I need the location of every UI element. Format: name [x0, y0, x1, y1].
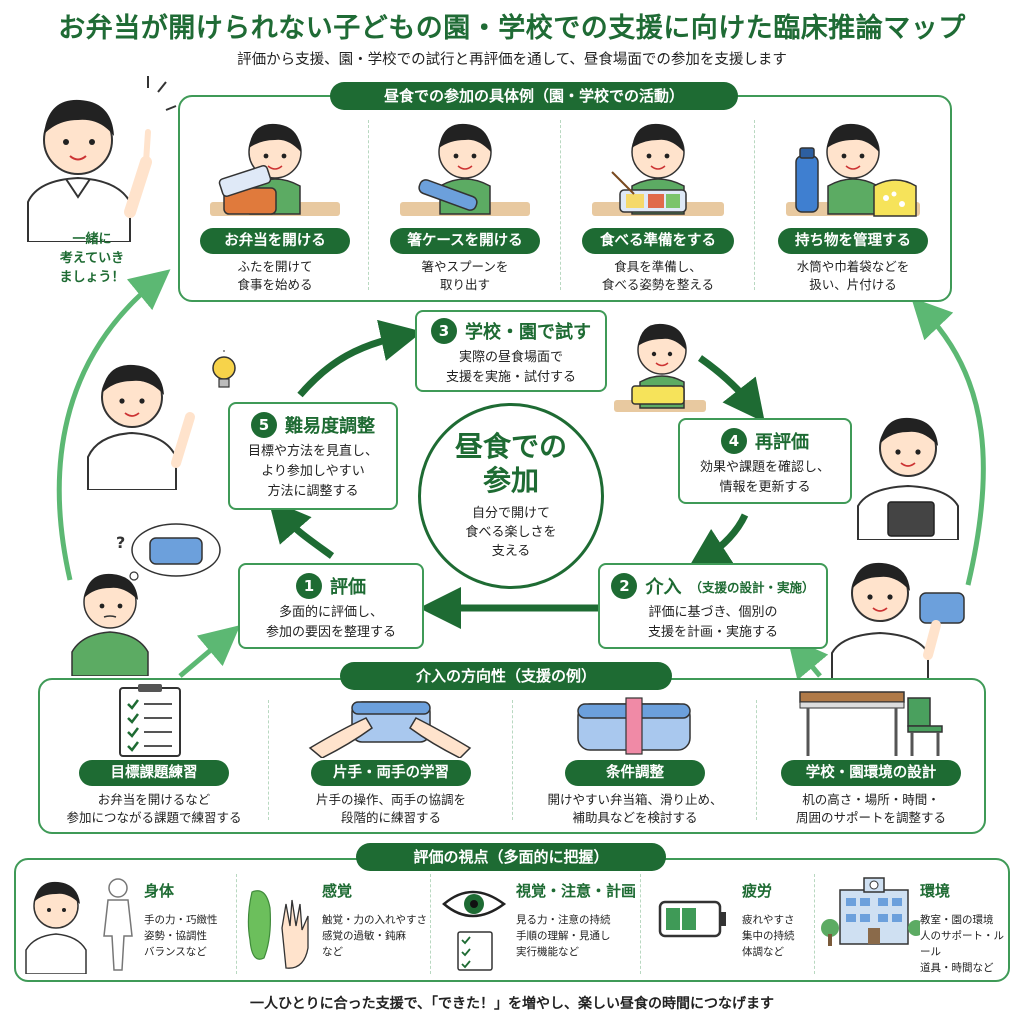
- viewpoints-band: 評価の視点（多面的に把握）: [356, 843, 666, 871]
- teacher-idea-illustration: [78, 335, 218, 490]
- foot-hand-icon: [247, 890, 309, 969]
- teacher-holding-lunchbox-illustration: [828, 545, 978, 679]
- link-arrow-left: [178, 625, 241, 678]
- cycle-step-3: 3 学校・園で試す 実際の昼食場面で 支援を実施・試付する: [415, 310, 607, 392]
- outer-arrow-left: [56, 269, 171, 581]
- center-goal-circle: 昼食での 参加 自分で開けて 食べる楽しさを 支える: [418, 403, 604, 589]
- child-lunch-illustration: [610, 308, 710, 414]
- intervention-environment-design: 学校・園環境の設計 机の高さ・場所・時間・ 周囲のサポートを調整する: [758, 684, 984, 827]
- speech-text: 一緒に 考えていき ましょう！: [59, 232, 125, 285]
- teacher-clipboard-illustration: [852, 400, 972, 540]
- thought-bubble-lunchbox: ?: [112, 520, 224, 584]
- interventions-band: 介入の方向性（支援の例）: [340, 662, 672, 690]
- outer-arrow-right: [911, 297, 986, 586]
- intervention-bimanual-learning: 片手・両手の学習 片手の操作、両手の協調を 段階的に練習する: [270, 684, 512, 827]
- viewpoint-visual-attention: 視覚・注意・計画 見る力・注意の持続 手順の理解・見通し 実行機能など: [434, 866, 640, 976]
- hands-lunchbox-icon: [308, 701, 472, 758]
- activity-label: 箸ケースを開ける: [390, 228, 540, 254]
- cycle-arrow-3-to-4: [697, 355, 765, 423]
- intervention-goal-practice: 目標課題練習 お弁当を開けるなど 参加につながる課題で練習する: [40, 684, 268, 827]
- intervention-label: 条件調整: [565, 760, 705, 786]
- viewpoint-sensory: 感覚 触覚・力の入れやすさ 感覚の過敏・鈍麻 など: [240, 866, 430, 976]
- activity-item-open-chopstick-case: 箸ケースを開ける 箸やスプーンを 取り出す: [370, 102, 560, 294]
- teacher-pointing-illustration: [8, 62, 178, 242]
- viewpoint-environment: 環境 教室・園の環境 人のサポート・ルール 道具・時間など: [818, 866, 1008, 976]
- child-open-lunchbox-icon: [210, 123, 340, 216]
- page-subtitle: 評価から支援、園・学校での試行と再評価を通して、昼食場面での参加を支援します: [237, 52, 787, 68]
- child-eating-icon: [592, 123, 724, 216]
- activity-item-open-lunchbox: お弁当を開ける ふたを開けて 食事を始める: [180, 102, 370, 294]
- eye-checklist-icon: [442, 890, 507, 971]
- svg-text:?: ?: [116, 533, 125, 552]
- activity-item-prepare-to-eat: 食べる準備をする 食具を準備し、 食べる姿勢を整える: [562, 102, 754, 294]
- intervention-condition-adjustment: 条件調整 開けやすい弁当箱、滑り止め、 補助具などを検討する: [514, 684, 756, 827]
- cycle-step-2: 2 介入 （支援の設計・実施） 評価に基づき、個別の 支援を計画・実施する: [598, 563, 828, 649]
- child-chopstick-case-icon: [400, 123, 530, 216]
- activity-desc: 箸やスプーンを 取り出す: [421, 259, 509, 292]
- intervention-label: 目標課題練習: [79, 760, 229, 786]
- cycle-arrow-1-to-5: [268, 499, 335, 559]
- cycle-step-5: 5 難易度調整 目標や方法を見直し、 より参加しやすい 方法に調整する: [228, 402, 398, 510]
- cycle-arrow-4-to-2: [687, 513, 749, 570]
- footer-message: 一人ひとりに合った支援で、「できた！」を増やし、楽しい昼食の時間につなげます: [249, 996, 775, 1012]
- intervention-label: 片手・両手の学習: [311, 760, 471, 786]
- page-title: お弁当が開けられない子どもの園・学校での支援に向けた臨床推論マップ: [58, 13, 966, 44]
- lightbulb-icon: [206, 350, 242, 394]
- viewpoint-body: 身体 手の力・巧緻性 姿勢・協調性 バランスなど: [20, 866, 234, 976]
- activities-band: 昼食での参加の具体例（園・学校での活動）: [330, 82, 738, 110]
- activity-item-manage-belongings: 持ち物を管理する 水筒や巾着袋などを 扱い、片付ける: [756, 102, 950, 294]
- intervention-label: 学校・園環境の設計: [781, 760, 961, 786]
- lunchbox-band-icon: [577, 697, 691, 755]
- cycle-step-4: 4 再評価 効果や課題を確認し、 情報を更新する: [678, 418, 852, 504]
- activity-label: お弁当を開ける: [200, 228, 350, 254]
- cycle-step-1: 1 評価 多面的に評価し、 参加の要因を整理する: [238, 563, 424, 649]
- activity-desc: ふたを開けて 食事を始める: [237, 259, 313, 292]
- child-water-bottle-icon: [786, 123, 920, 217]
- battery-icon: [658, 900, 726, 938]
- child-thinking-illustration: [68, 560, 152, 676]
- cycle-arrow-5-to-3: [297, 319, 423, 398]
- school-building-icon: [821, 877, 920, 946]
- viewpoint-fatigue: 疲労 疲れやすさ 集中の持続 体調など: [644, 866, 814, 976]
- activity-desc: 食具を準備し、 食べる姿勢を整える: [601, 259, 715, 292]
- link-arrow-right: [787, 636, 829, 681]
- activity-desc: 水筒や巾着袋などを 扱い、片付ける: [796, 259, 910, 292]
- clipboard-checklist-icon: [119, 684, 181, 757]
- body-figure-icon: [25, 878, 133, 974]
- desk-chair-icon: [799, 691, 943, 756]
- activity-label: 食べる準備をする: [582, 228, 734, 254]
- activities-panel: [178, 95, 952, 302]
- activity-label: 持ち物を管理する: [778, 228, 928, 254]
